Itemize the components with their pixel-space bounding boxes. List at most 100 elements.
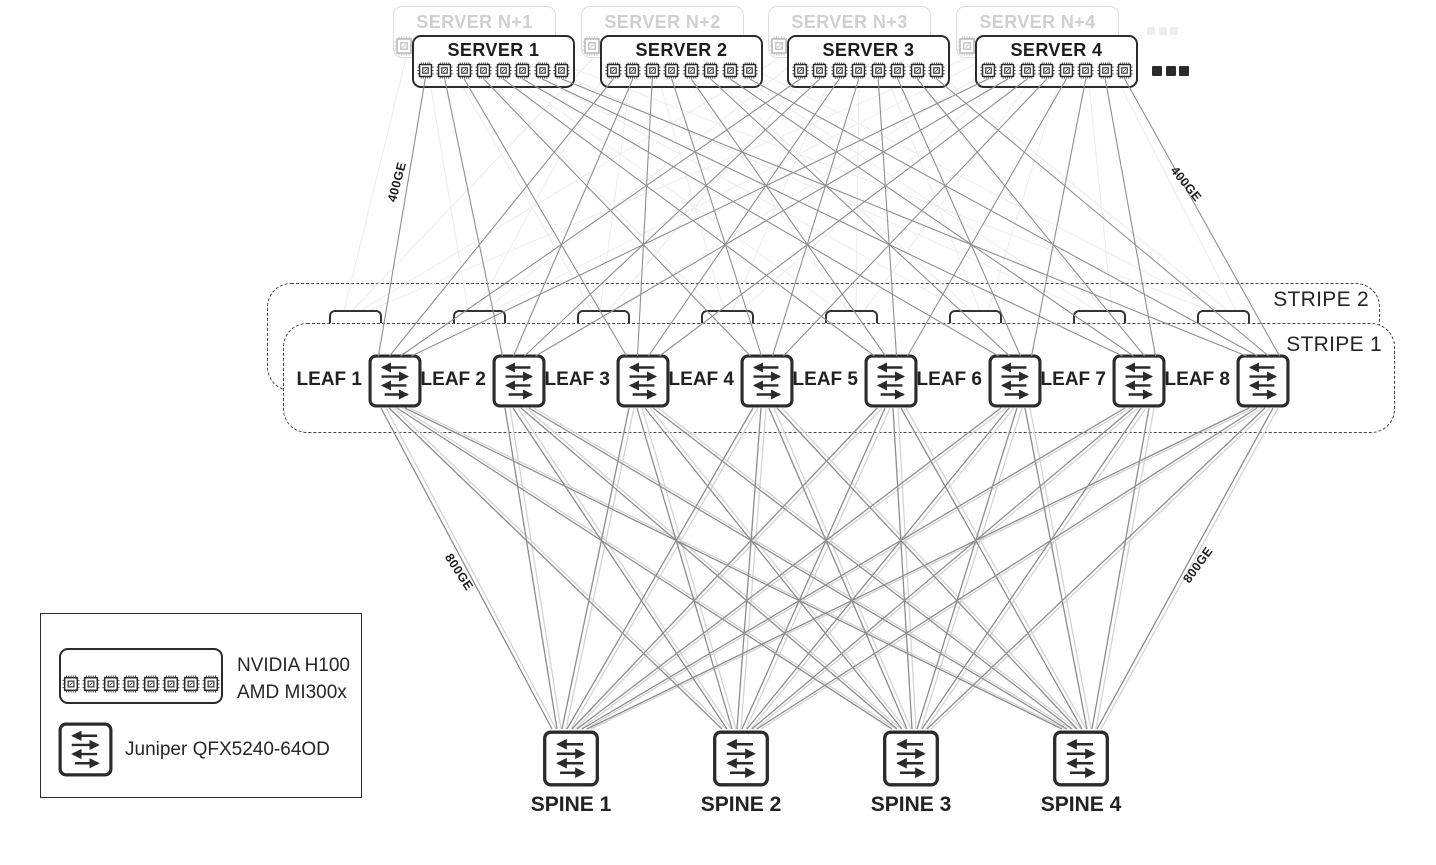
- gpu-chip-icon: [1038, 62, 1055, 79]
- ethernet-switch-icon: [58, 722, 113, 777]
- ghost-server-leaf-link: [710, 56, 1097, 312]
- leaf-spine-link-800ge: [768, 407, 908, 730]
- leaf-spine-link-800ge: [512, 407, 728, 730]
- leaf-spine-link-800ge: [776, 407, 1078, 730]
- ghost-server-leaf-link: [897, 56, 1105, 312]
- spine-switch-icon: [542, 730, 600, 787]
- ghost-server-leaf-link: [1085, 56, 1113, 312]
- leaf-spine-link-800ge: [930, 407, 1271, 730]
- gpu-chip-icon: [182, 675, 200, 693]
- leaf-spine-link-800ge: [576, 407, 1002, 730]
- gpu-chip-icon: [624, 62, 641, 79]
- gpu-chip-icon: [957, 36, 977, 56]
- gpu-chip-icon: [663, 62, 680, 79]
- link-speed-label-400ge-right: 400GE: [1167, 163, 1205, 205]
- leaf-spine-link-800ge: [652, 407, 1073, 730]
- leaf-spine-link-800ge: [393, 407, 727, 730]
- leaf-spine-link-800ge: [916, 407, 1018, 730]
- leaf-spine-link-800ge: [657, 407, 1077, 730]
- leaf-label: LEAF 7: [1040, 369, 1106, 390]
- gpu-chip-icon: [741, 62, 758, 79]
- server-label: SERVER 3: [822, 40, 915, 60]
- ghost-server-leaf-link: [878, 56, 981, 312]
- server-box: SERVER 4: [975, 35, 1138, 88]
- leaf-spine-link-800ge: [385, 407, 557, 730]
- leaf-spine-link-800ge: [566, 407, 754, 730]
- gpu-chip-row: [61, 675, 221, 693]
- leaf-spine-link-800ge: [1029, 407, 1092, 730]
- leaf-label: LEAF 3: [544, 369, 610, 390]
- ghost-server-leaf-link: [542, 56, 1213, 312]
- server-box: SERVER 2: [600, 35, 763, 88]
- leaf-spine-link-800ge: [1024, 407, 1088, 730]
- leaf-spine-link-800ge: [755, 407, 1139, 730]
- gpu-chip-icon: [792, 62, 809, 79]
- gpu-chip-icon: [928, 62, 945, 79]
- leaf-spine-link-800ge: [517, 407, 732, 730]
- dot: [1170, 27, 1178, 35]
- leaf-spine-link-800ge: [575, 407, 883, 730]
- leaf-spine-link-800ge: [570, 407, 759, 730]
- leaf-spine-link-800ge: [926, 407, 1266, 730]
- legend-switch-model: Juniper QFX5240-64OD: [125, 739, 330, 760]
- gpu-chip-icon: [553, 62, 570, 79]
- stripe-2-label: STRIPE 2: [1273, 288, 1369, 311]
- gpu-chip-icon: [999, 62, 1016, 79]
- leaf-spine-link-800ge: [585, 407, 1131, 730]
- leaf-spine-link-800ge: [920, 407, 1023, 730]
- ghost-server-leaf-link: [367, 56, 970, 312]
- leaf-label: LEAF 4: [668, 369, 734, 390]
- leaf-spine-link-800ge: [396, 407, 893, 730]
- gpu-chip-icon: [534, 62, 551, 79]
- ghost-server-leaf-link: [483, 56, 841, 312]
- gpu-chip-icon: [889, 62, 906, 79]
- leaf-spine-link-800ge: [746, 407, 1010, 730]
- gpu-chip-icon: [722, 62, 739, 79]
- leaf-spine-link-800ge: [921, 407, 1142, 730]
- leaf-spine-link-800ge: [649, 407, 907, 730]
- stripe-1-label: STRIPE 1: [1286, 333, 1382, 356]
- gpu-chip-row: [789, 62, 948, 79]
- ghost-server-leaf-link: [855, 56, 860, 312]
- gpu-chip-icon: [811, 62, 828, 79]
- legend-box: NVIDIA H100 AMD MI300x Juniper QFX5240-6…: [40, 613, 362, 798]
- leaf-spine-link-800ge: [636, 407, 733, 730]
- gpu-chip-icon: [102, 675, 120, 693]
- ghost-server-leaf-link: [652, 56, 725, 312]
- gpu-chip-row: [977, 62, 1136, 79]
- ghost-server-leaf-link: [863, 56, 1048, 312]
- gpu-chip-icon: [870, 62, 887, 79]
- dot: [1152, 66, 1162, 76]
- leaf-spine-link-800ge: [751, 407, 1134, 730]
- gpu-chip-icon: [850, 62, 867, 79]
- ghost-server-leaf-link: [444, 56, 593, 312]
- leaf-spine-link-800ge: [1096, 407, 1274, 730]
- leaf-spine-link-800ge: [520, 407, 898, 730]
- spine-label: SPINE 3: [870, 793, 952, 816]
- leaf-label: LEAF 6: [916, 369, 982, 390]
- gpu-chip-icon: [980, 62, 997, 79]
- server-label: SERVER 2: [635, 40, 728, 60]
- ghost-server-leaf-link: [599, 56, 634, 312]
- leaf-spine-link-800ge: [892, 407, 913, 730]
- gpu-chip-icon: [202, 675, 220, 693]
- dot: [1179, 66, 1189, 76]
- leaf-spine-link-800ge: [586, 407, 1250, 730]
- leaf-spine-link-800ge: [897, 407, 917, 730]
- gpu-chip-icon: [475, 62, 492, 79]
- link-speed-label-800ge-right: 800GE: [1180, 544, 1216, 586]
- spine-switch-icon: [882, 730, 940, 787]
- gpu-chip-icon: [82, 675, 100, 693]
- server-label: SERVER 1: [447, 40, 540, 60]
- gpu-chip-icon: [831, 62, 848, 79]
- server-with-gpus-icon: [59, 648, 223, 704]
- leaf-spine-link-800ge: [781, 407, 1082, 730]
- leaf-spine-link-800ge: [565, 407, 635, 730]
- gpu-chip-icon: [1097, 62, 1114, 79]
- leaf-spine-link-800ge: [1091, 407, 1150, 730]
- gpu-chip-icon: [1077, 62, 1094, 79]
- gpu-chip-icon: [644, 62, 661, 79]
- leaf-spine-link-800ge: [736, 407, 762, 730]
- gpu-chip-icon: [62, 675, 80, 693]
- ghost-gpu-chip-icon: [769, 36, 789, 61]
